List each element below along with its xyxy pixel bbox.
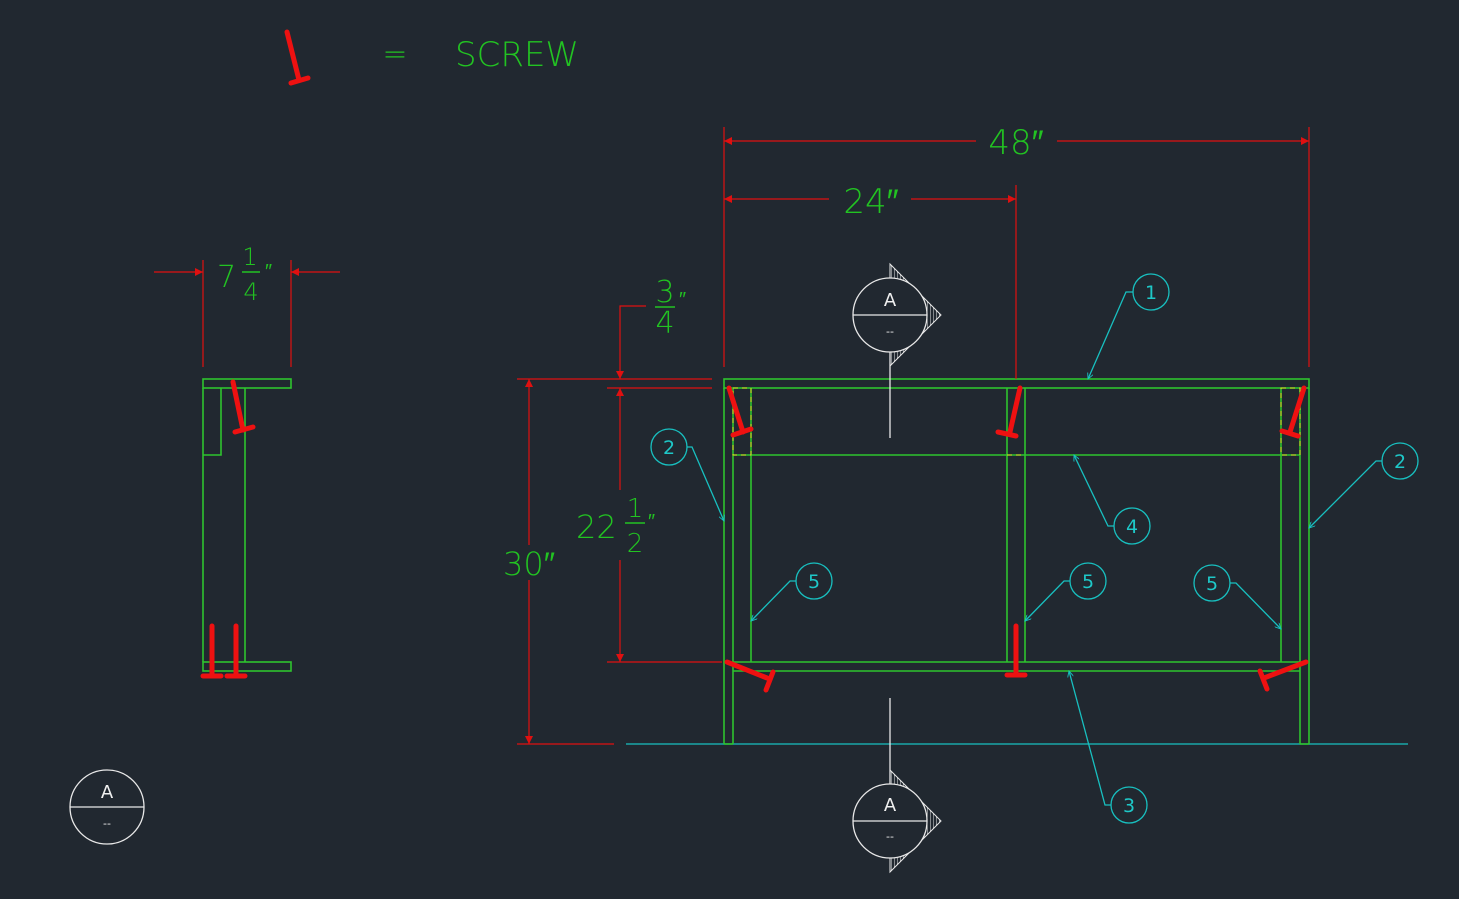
dim-top-thk-num: 3 bbox=[655, 275, 674, 310]
svg-text:2: 2 bbox=[1394, 451, 1406, 473]
side-section-view: 7 1 4 ″ bbox=[154, 243, 340, 679]
part-tag-div-left: 5 bbox=[751, 562, 833, 621]
side-rail-profile bbox=[203, 388, 222, 456]
side-top-board bbox=[202, 378, 292, 389]
screw-icon bbox=[200, 379, 256, 679]
dimension-side-depth: 7 1 4 ″ bbox=[154, 243, 340, 367]
dim-side-den: 4 bbox=[243, 278, 258, 306]
dim-opening-num: 1 bbox=[627, 494, 644, 524]
dim-opening-den: 2 bbox=[627, 529, 644, 559]
part-tag-rail: 4 bbox=[1073, 455, 1151, 545]
dim-overall-width: 48″ bbox=[988, 123, 1043, 163]
dim-opening-unit: ″ bbox=[648, 509, 655, 533]
hidden-lines bbox=[732, 387, 1301, 456]
screw-icon bbox=[724, 385, 1309, 693]
section-top-letter: A bbox=[884, 290, 897, 311]
part-tag-bottom: 3 bbox=[1069, 671, 1148, 824]
legend-label: SCREW bbox=[455, 35, 579, 75]
svg-text:1: 1 bbox=[1145, 282, 1157, 304]
dim-top-thk-den: 4 bbox=[655, 306, 674, 341]
svg-text:3: 3 bbox=[1123, 795, 1135, 817]
svg-text:5: 5 bbox=[1206, 573, 1218, 595]
dim-overall-height: 30″ bbox=[503, 545, 555, 583]
svg-text:2: 2 bbox=[663, 437, 675, 459]
section-top-sheet: -- bbox=[886, 325, 894, 338]
section-bottom-sheet: -- bbox=[886, 830, 894, 843]
part-tag-top: 1 bbox=[1088, 273, 1170, 379]
view-title-letter: A bbox=[101, 782, 114, 803]
section-bottom-letter: A bbox=[884, 795, 897, 816]
top-board bbox=[723, 378, 1310, 389]
svg-text:4: 4 bbox=[1126, 516, 1138, 538]
dim-side-whole: 7 bbox=[217, 260, 236, 295]
front-elevation bbox=[626, 378, 1408, 745]
section-view-title: A -- bbox=[69, 769, 145, 845]
dim-side-num: 1 bbox=[242, 243, 257, 271]
view-title-sheet: -- bbox=[103, 817, 111, 830]
svg-text:5: 5 bbox=[808, 571, 820, 593]
dim-side-unit: ″ bbox=[265, 259, 272, 283]
screw-icon bbox=[284, 29, 311, 86]
svg-text:5: 5 bbox=[1082, 571, 1094, 593]
dim-half-width: 24″ bbox=[843, 182, 898, 222]
part-tags: 1 2 2 4 5 5 5 bbox=[650, 273, 1419, 824]
part-tag-div-right: 5 bbox=[1193, 564, 1281, 629]
section-cut-top: A -- bbox=[852, 262, 942, 438]
dim-opening-whole: 22 bbox=[576, 508, 617, 546]
part-tag-side-right: 2 bbox=[1309, 442, 1419, 528]
legend: = SCREW bbox=[284, 29, 579, 86]
dim-top-thk-unit: ″ bbox=[679, 287, 686, 311]
dimensions-front: 48″ 24″ 3 4 ″ 22 1 2 ″ 30″ bbox=[503, 123, 1310, 745]
part-tag-div-mid: 5 bbox=[1025, 562, 1107, 621]
side-bottom-board bbox=[202, 661, 292, 672]
legend-equals: = bbox=[382, 37, 407, 72]
section-cut-bottom: A -- bbox=[852, 698, 942, 874]
part-tag-side-left: 2 bbox=[650, 428, 724, 521]
